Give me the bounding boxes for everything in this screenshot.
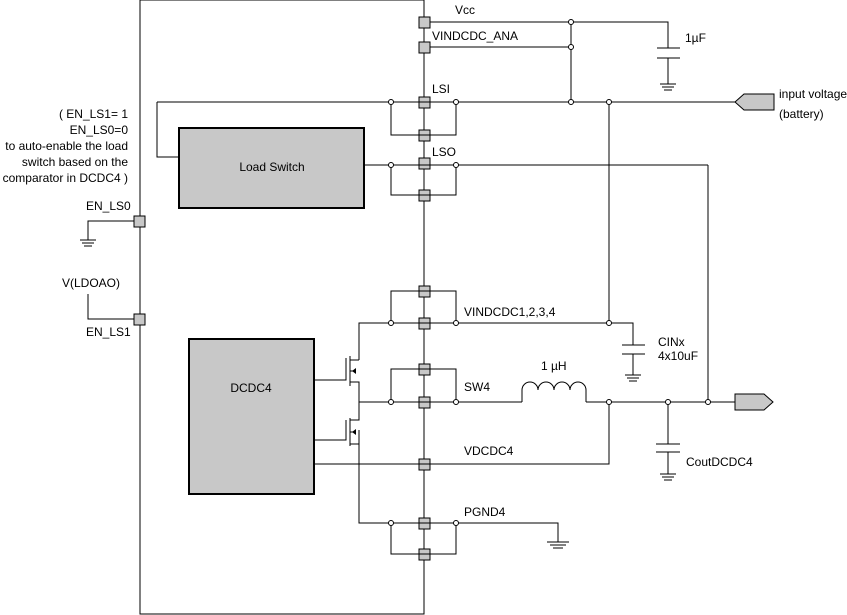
svg-text:EN_LS0=0: EN_LS0=0	[70, 123, 129, 137]
mosfet-arrow-high	[352, 368, 356, 374]
label-en-ls0: EN_LS0	[86, 199, 131, 213]
svg-text:comparator in DCDC4 ): comparator in DCDC4 )	[3, 171, 128, 185]
label-vindcdc-ana: VINDCDC_ANA	[432, 29, 518, 43]
pin-vindcdc-ana	[418, 41, 431, 54]
label-pgnd4: PGND4	[464, 505, 506, 519]
label-vcc: Vcc	[455, 3, 475, 17]
mosfet-arrow-low	[352, 429, 356, 435]
label-vdcdc4: VDCDC4	[464, 444, 514, 458]
label-lsi: LSI	[432, 82, 450, 96]
label-cinx: CINx	[658, 335, 685, 349]
junction-dots	[388, 19, 711, 526]
svg-text:( EN_LS1= 1: ( EN_LS1= 1	[59, 107, 128, 121]
pin-en-ls1	[133, 313, 146, 326]
label-v-ldoao: V(LDOAO)	[62, 276, 120, 290]
pin-vcc	[418, 16, 431, 29]
chip-body	[139, 0, 425, 615]
label-input-voltage: input voltage	[779, 87, 847, 101]
label-sw4: SW4	[464, 380, 490, 394]
pin-en-ls0	[133, 215, 146, 228]
dcdc4-label: DCDC4	[230, 381, 272, 395]
wires	[80, 21, 735, 555]
label-inductor: 1 µH	[541, 359, 567, 373]
label-cinx-value: 4x10uF	[658, 349, 698, 363]
label-coutdcdc4: CoutDCDC4	[686, 455, 753, 469]
input-voltage-connector	[734, 93, 775, 111]
load-switch-label: Load Switch	[239, 160, 304, 174]
label-battery: (battery)	[779, 107, 824, 121]
label-lso: LSO	[432, 145, 456, 159]
label-vindcdc: VINDCDC1,2,3,4	[464, 305, 556, 319]
label-en-ls1: EN_LS1	[86, 325, 131, 339]
output-connector	[734, 393, 774, 411]
svg-text:switch based on the: switch based on the	[22, 155, 128, 169]
dcdc4-block	[188, 338, 315, 495]
load-switch-block	[178, 127, 365, 209]
pin-lso-a	[418, 157, 431, 170]
svg-text:to auto-enable the load: to auto-enable the load	[5, 139, 128, 153]
note-text: ( EN_LS1= 1 EN_LS0=0 to auto-enable the …	[3, 107, 129, 185]
label-1uf: 1µF	[685, 31, 706, 45]
